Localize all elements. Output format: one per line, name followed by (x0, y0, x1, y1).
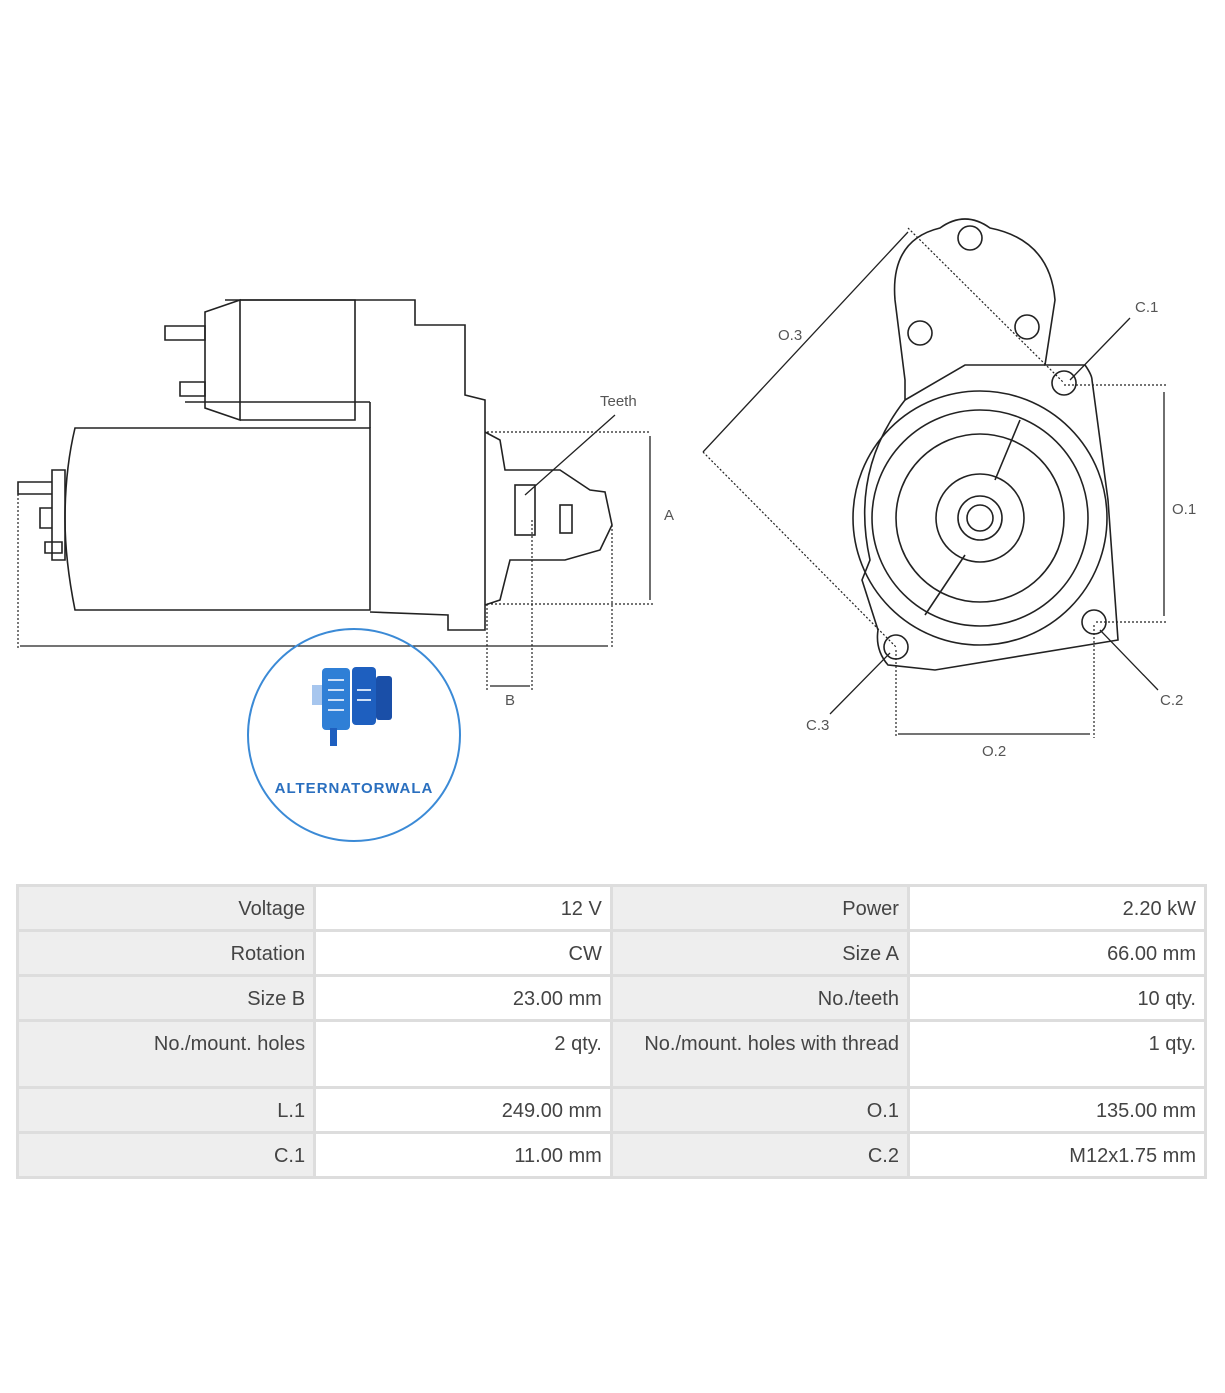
label-o1: O.1 (1172, 501, 1196, 518)
spec-value: 11.00 mm (313, 1131, 613, 1179)
dimension-lines-front (702, 227, 1168, 738)
spec-label: No./teeth (609, 974, 910, 1022)
spec-value: 66.00 mm (906, 929, 1208, 977)
label-o3: O.3 (778, 327, 802, 344)
spec-value: 2.20 kW (906, 884, 1208, 932)
spec-label: C.2 (609, 1131, 910, 1179)
spec-value: 2 qty. (313, 1019, 613, 1089)
label-c2: C.2 (1160, 692, 1183, 709)
spec-label: Size A (609, 929, 910, 977)
spec-value: CW (313, 929, 613, 977)
table-row: L.1 249.00 mm O.1 135.00 mm (15, 1086, 1208, 1134)
starter-side-view (17, 298, 613, 631)
table-row: Voltage 12 V Power 2.20 kW (15, 884, 1208, 932)
spec-label: Rotation (15, 929, 317, 977)
spec-label: No./mount. holes (15, 1019, 317, 1089)
label-c1: C.1 (1135, 299, 1158, 316)
starter-front-view (852, 218, 1119, 671)
spec-label: O.1 (609, 1086, 910, 1134)
label-o2: O.2 (982, 743, 1006, 760)
spec-label: C.1 (15, 1131, 317, 1179)
spec-label: No./mount. holes with thread (609, 1019, 910, 1089)
label-c3: C.3 (806, 717, 829, 734)
spec-value: 23.00 mm (313, 974, 613, 1022)
spec-value: M12x1.75 mm (906, 1131, 1208, 1179)
spec-label: Size B (15, 974, 317, 1022)
table-row: Rotation CW Size A 66.00 mm (15, 929, 1208, 977)
label-size-b: B (505, 692, 515, 709)
spec-label: Voltage (15, 884, 317, 932)
table-row: No./mount. holes 2 qty. No./mount. holes… (15, 1019, 1208, 1089)
spec-label: Power (609, 884, 910, 932)
spec-value: 12 V (313, 884, 613, 932)
alternatorwala-logo: ALTERNATORWALA (247, 628, 461, 842)
technical-drawing: Teeth A B O.3 C.1 O.1 C.2 C.3 O.2 ALT (17, 218, 1196, 842)
dimension-lines-side (17, 414, 655, 690)
spec-value: 10 qty. (906, 974, 1208, 1022)
table-row: Size B 23.00 mm No./teeth 10 qty. (15, 974, 1208, 1022)
label-teeth: Teeth (600, 393, 637, 410)
spec-value: 1 qty. (906, 1019, 1208, 1089)
spec-value: 135.00 mm (906, 1086, 1208, 1134)
table-row: C.1 11.00 mm C.2 M12x1.75 mm (15, 1131, 1208, 1179)
specifications-table: Voltage 12 V Power 2.20 kW Rotation CW S… (15, 884, 1208, 1179)
spec-value: 249.00 mm (313, 1086, 613, 1134)
spec-label: L.1 (15, 1086, 317, 1134)
label-size-a: A (664, 507, 674, 524)
logo-text: ALTERNATORWALA (275, 780, 434, 797)
